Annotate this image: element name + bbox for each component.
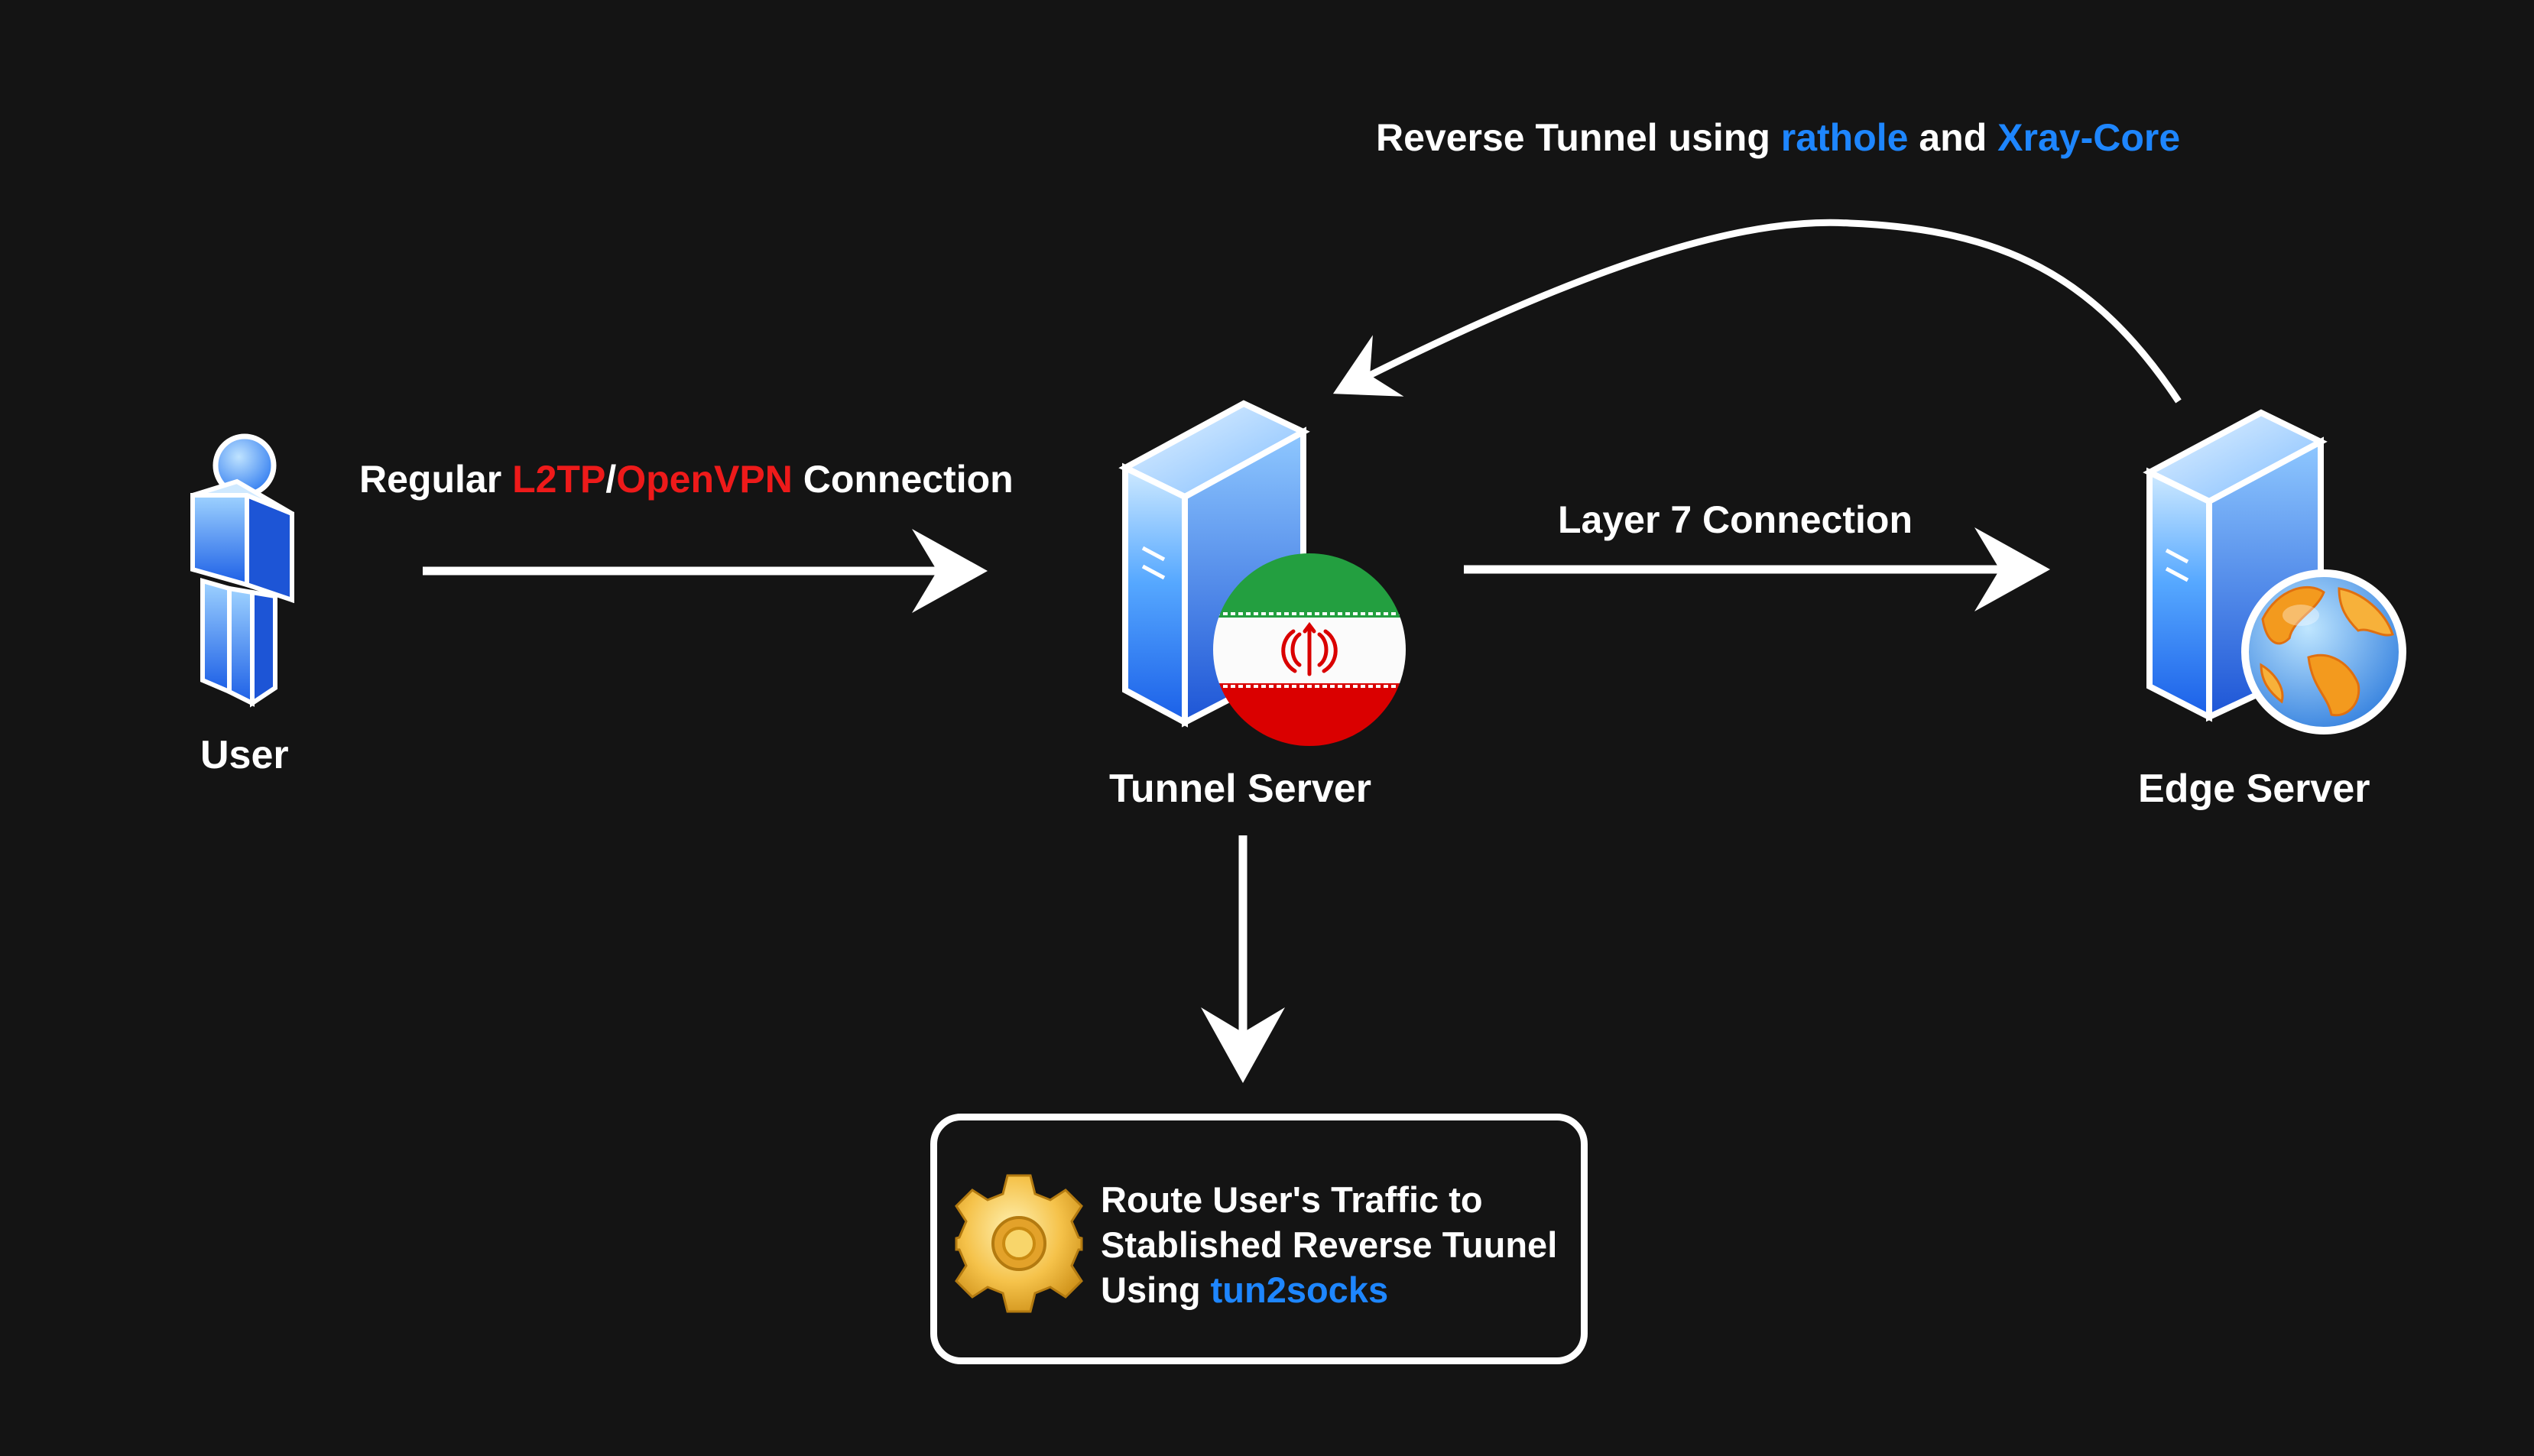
edge-label-prefix: Reverse Tunnel using <box>1376 116 1781 159</box>
edge-label-suffix: Connection <box>792 458 1014 501</box>
node-label-edge-server: Edge Server <box>2138 767 2370 811</box>
gear-icon <box>955 1174 1083 1313</box>
edge-label-reverse-tunnel: Reverse Tunnel using rathole and Xray-Co… <box>1376 118 2180 157</box>
edge-label-prefix: Regular <box>359 458 513 501</box>
node-label-tunnel-server: Tunnel Server <box>1109 767 1371 811</box>
route-box <box>930 1114 1588 1364</box>
tool-rathole: rathole <box>1780 116 1909 159</box>
route-line-3: Using tun2socks <box>1101 1267 1557 1312</box>
edge-label-user-to-tunnel: Regular L2TP/OpenVPN Connection <box>359 460 1014 498</box>
route-line-2: Stablished Reverse Tuunel <box>1101 1224 1558 1265</box>
edge-label-separator: / <box>605 458 617 501</box>
tool-xray-core: Xray-Core <box>1997 116 2181 159</box>
edge-label-tunnel-to-edge: Layer 7 Connection <box>1558 498 1913 541</box>
route-box-text: Route User's Traffic to Stablished Rever… <box>1101 1177 1557 1312</box>
protocol-l2tp: L2TP <box>512 458 606 501</box>
edge-edge-to-tunnel-reverse <box>1332 219 2182 404</box>
tool-tun2socks: tun2socks <box>1210 1270 1389 1310</box>
edge-label-mid: and <box>1908 116 1998 159</box>
protocol-openvpn: OpenVPN <box>616 458 793 501</box>
globe-icon <box>2241 569 2406 734</box>
person-icon <box>190 433 294 708</box>
node-label-user: User <box>200 733 289 777</box>
route-line-1: Route User's Traffic to <box>1101 1179 1483 1220</box>
route-line-3-prefix: Using <box>1101 1270 1211 1310</box>
